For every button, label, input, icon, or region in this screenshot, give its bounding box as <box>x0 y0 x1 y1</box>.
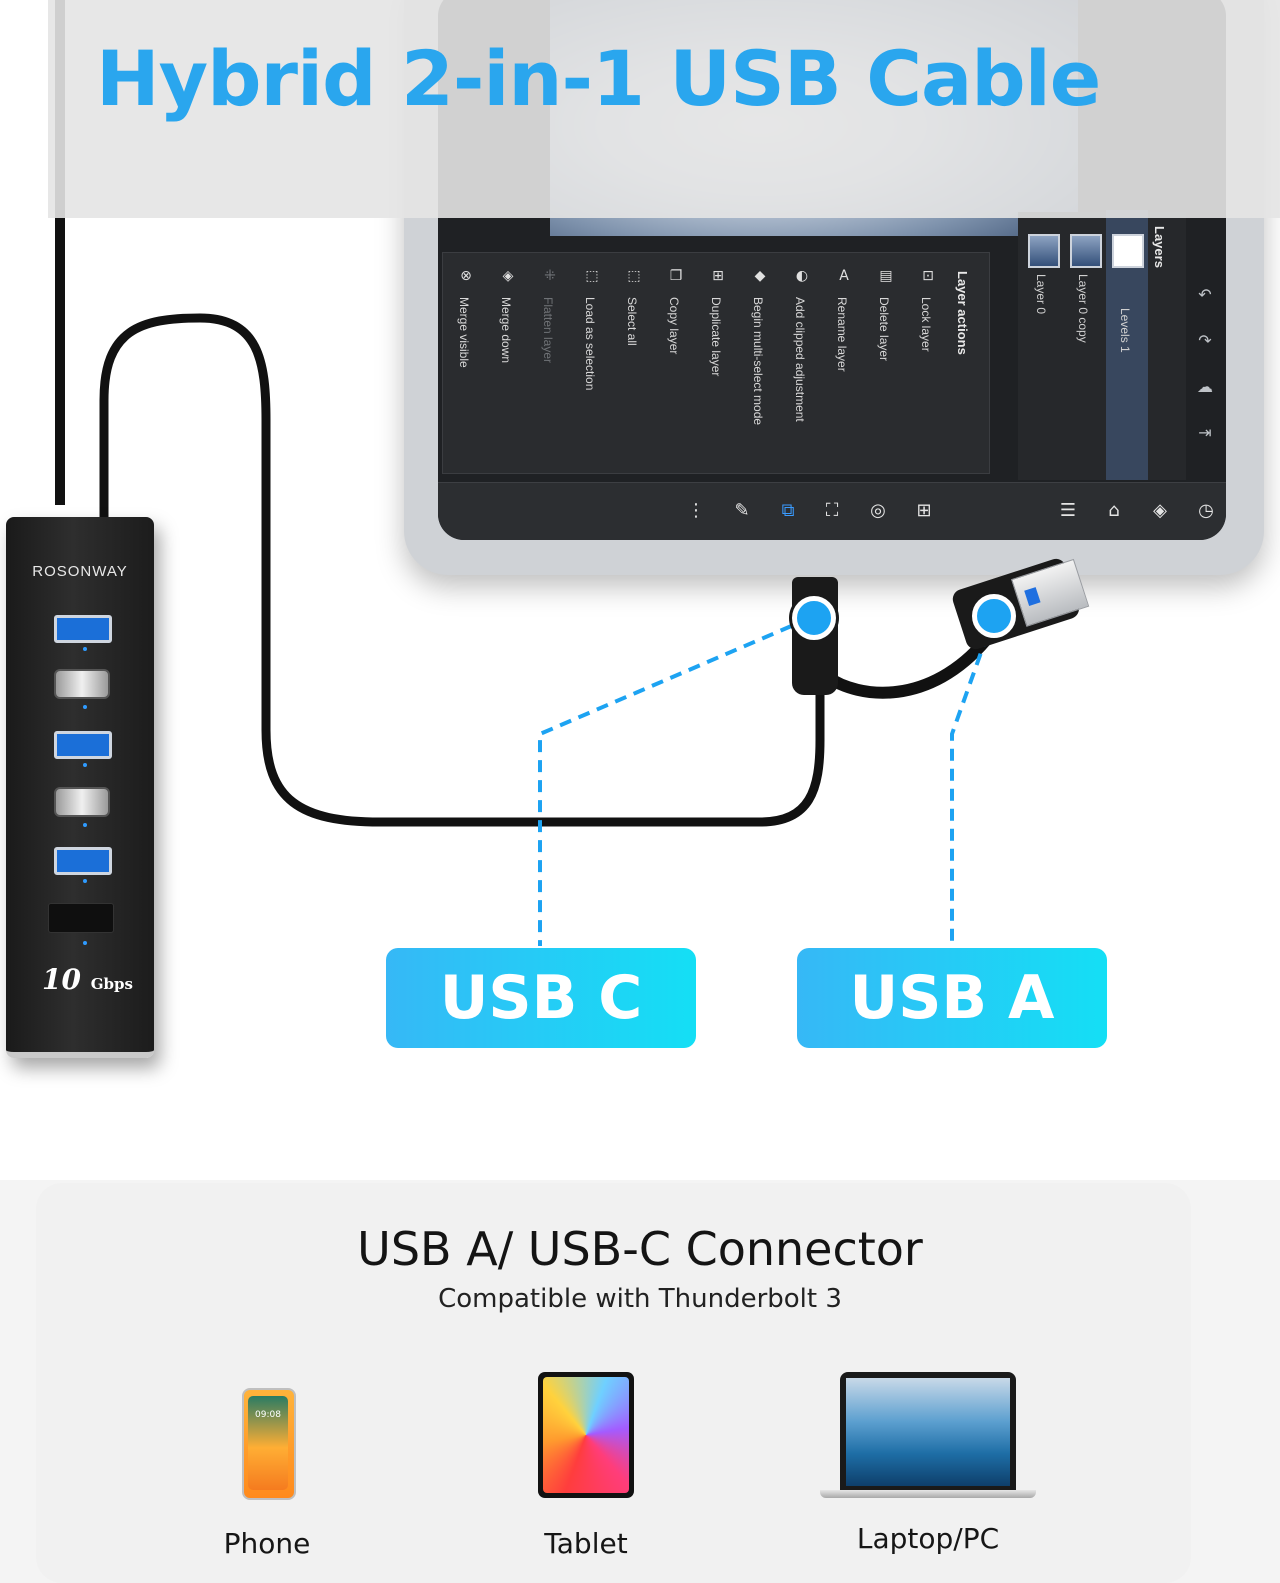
flatten-layer-icon: ⁜ <box>544 268 556 284</box>
undo-icon[interactable]: ↶ <box>1198 285 1212 304</box>
layer-thumbnail[interactable] <box>1028 234 1060 268</box>
port-led <box>83 705 87 709</box>
usb-c-port <box>54 669 110 699</box>
lock-layer-action[interactable]: ⊡Lock layer <box>911 267 947 457</box>
select-all-icon: ⬚ <box>627 268 641 284</box>
split-cable <box>822 636 991 699</box>
phone-icon: 09:08 <box>242 1388 296 1500</box>
hub-brand: ROSONWAY <box>32 563 128 580</box>
history-icon[interactable]: ◷ <box>1198 500 1214 521</box>
laptop-icon <box>840 1372 1016 1492</box>
layer-actions-heading: Layer actions <box>955 271 970 355</box>
delete-layer-action[interactable]: ▤Delete layer <box>869 267 905 457</box>
merge-visible-action[interactable]: ⊗Merge visible <box>449 267 485 457</box>
device-label-phone: Phone <box>223 1527 311 1560</box>
usb-a-tongue <box>1024 587 1041 606</box>
usb-a-label: USB A <box>797 948 1107 1048</box>
layer-name: Layer 0 <box>1034 274 1048 315</box>
add-layer-icon[interactable]: ⊞ <box>916 500 932 521</box>
cloud-icon[interactable]: ☁ <box>1197 377 1213 396</box>
product-scene: ⊗Merge visible ◈Merge down ⁜Flatten laye… <box>0 0 1280 1180</box>
hub-speed-mark: 10 Gbps <box>42 963 133 996</box>
hub-to-plug-cable <box>99 313 825 827</box>
multi-select-action[interactable]: ◆Begin multi-select mode <box>743 267 779 457</box>
tablet-icon-screen <box>543 1377 629 1493</box>
usb-a-callout-dot <box>972 594 1016 638</box>
redo-icon[interactable]: ↷ <box>1198 331 1212 350</box>
usb-c-pointer <box>538 616 811 946</box>
hub-speed-value: 10 <box>42 963 81 996</box>
clone-icon[interactable]: ⛶ <box>825 500 839 521</box>
card-slot <box>48 903 114 933</box>
transform-icon[interactable]: ⧉ <box>781 500 795 521</box>
usb-hub: ROSONWAY 10 Gbps <box>6 517 154 1058</box>
flatten-layer-action: ⁜Flatten layer <box>533 267 569 457</box>
layer-actions-menu: ⊗Merge visible ◈Merge down ⁜Flatten laye… <box>442 252 990 474</box>
multi-select-icon: ◆ <box>754 268 766 284</box>
copy-layer-icon: ❐ <box>669 268 683 284</box>
merge-down-action[interactable]: ◈Merge down <box>491 267 527 457</box>
diamond-icon[interactable]: ◈ <box>1153 500 1167 521</box>
layer-thumbnail-active[interactable] <box>1112 234 1144 268</box>
tablet-icon <box>538 1372 634 1498</box>
layers-heading: Layers <box>1152 226 1167 268</box>
layer-thumbnail[interactable] <box>1070 234 1102 268</box>
usb-a-pointer <box>950 615 996 946</box>
merge-visible-icon: ⊗ <box>460 268 472 284</box>
adjust-icon[interactable]: ◎ <box>870 500 886 521</box>
hub-speed-unit: Gbps <box>90 975 133 993</box>
usb-a-port <box>54 615 112 643</box>
card-subtitle: Compatible with Thunderbolt 3 <box>438 1284 842 1314</box>
more-icon[interactable]: ⋮ <box>687 500 705 521</box>
select-all-action[interactable]: ⬚Select all <box>617 267 653 457</box>
copy-layer-action[interactable]: ❐Copy layer <box>659 267 695 457</box>
merge-down-icon: ◈ <box>502 268 514 284</box>
delete-layer-icon: ▤ <box>879 268 893 284</box>
brush-icon[interactable]: ✎ <box>734 500 750 521</box>
device-label-tablet: Tablet <box>544 1527 628 1560</box>
phone-screen: 09:08 <box>248 1396 288 1490</box>
rename-layer-icon: A <box>839 268 849 284</box>
port-led <box>83 879 87 883</box>
export-icon[interactable]: ⇥ <box>1198 423 1212 442</box>
port-led <box>83 941 87 945</box>
title-band <box>48 0 1280 218</box>
layer-stack-icon[interactable]: ⌂ <box>1108 500 1120 521</box>
phone-screen-time: 09:08 <box>255 1410 281 1420</box>
clipped-adjustment-action[interactable]: ◐Add clipped adjustment <box>785 267 821 457</box>
port-led <box>83 647 87 651</box>
port-led <box>83 763 87 767</box>
port-led <box>83 823 87 827</box>
sliders-icon[interactable]: ☰ <box>1059 500 1077 521</box>
bottom-toolbar: ⋮ ✎ ⧉ ⛶ ◎ ⊞ ☰ ⌂ ◈ ◷ <box>438 482 1226 540</box>
card-title: USB A/ USB-C Connector <box>357 1222 923 1276</box>
duplicate-layer-icon: ⊞ <box>712 268 724 284</box>
device-label-laptop: Laptop/PC <box>856 1522 1000 1555</box>
usb-c-port <box>54 787 110 817</box>
layer-name-active: Levels 1 <box>1118 308 1132 353</box>
duplicate-layer-action[interactable]: ⊞Duplicate layer <box>701 267 737 457</box>
layer-name: Layer 0 copy <box>1076 274 1090 343</box>
laptop-icon-screen <box>846 1378 1010 1486</box>
usb-c-callout-dot <box>792 596 836 640</box>
lock-layer-icon: ⊡ <box>922 268 934 284</box>
load-as-selection-icon: ⬚ <box>585 268 599 284</box>
load-as-selection-action[interactable]: ⬚Load as selection <box>575 267 611 457</box>
usb-a-port <box>54 847 112 875</box>
laptop-base <box>820 1490 1036 1498</box>
usb-c-label: USB C <box>386 948 696 1048</box>
headline: Hybrid 2-in-1 USB Cable <box>96 34 1101 123</box>
usb-a-port <box>54 731 112 759</box>
clipped-adjustment-icon: ◐ <box>795 268 809 284</box>
